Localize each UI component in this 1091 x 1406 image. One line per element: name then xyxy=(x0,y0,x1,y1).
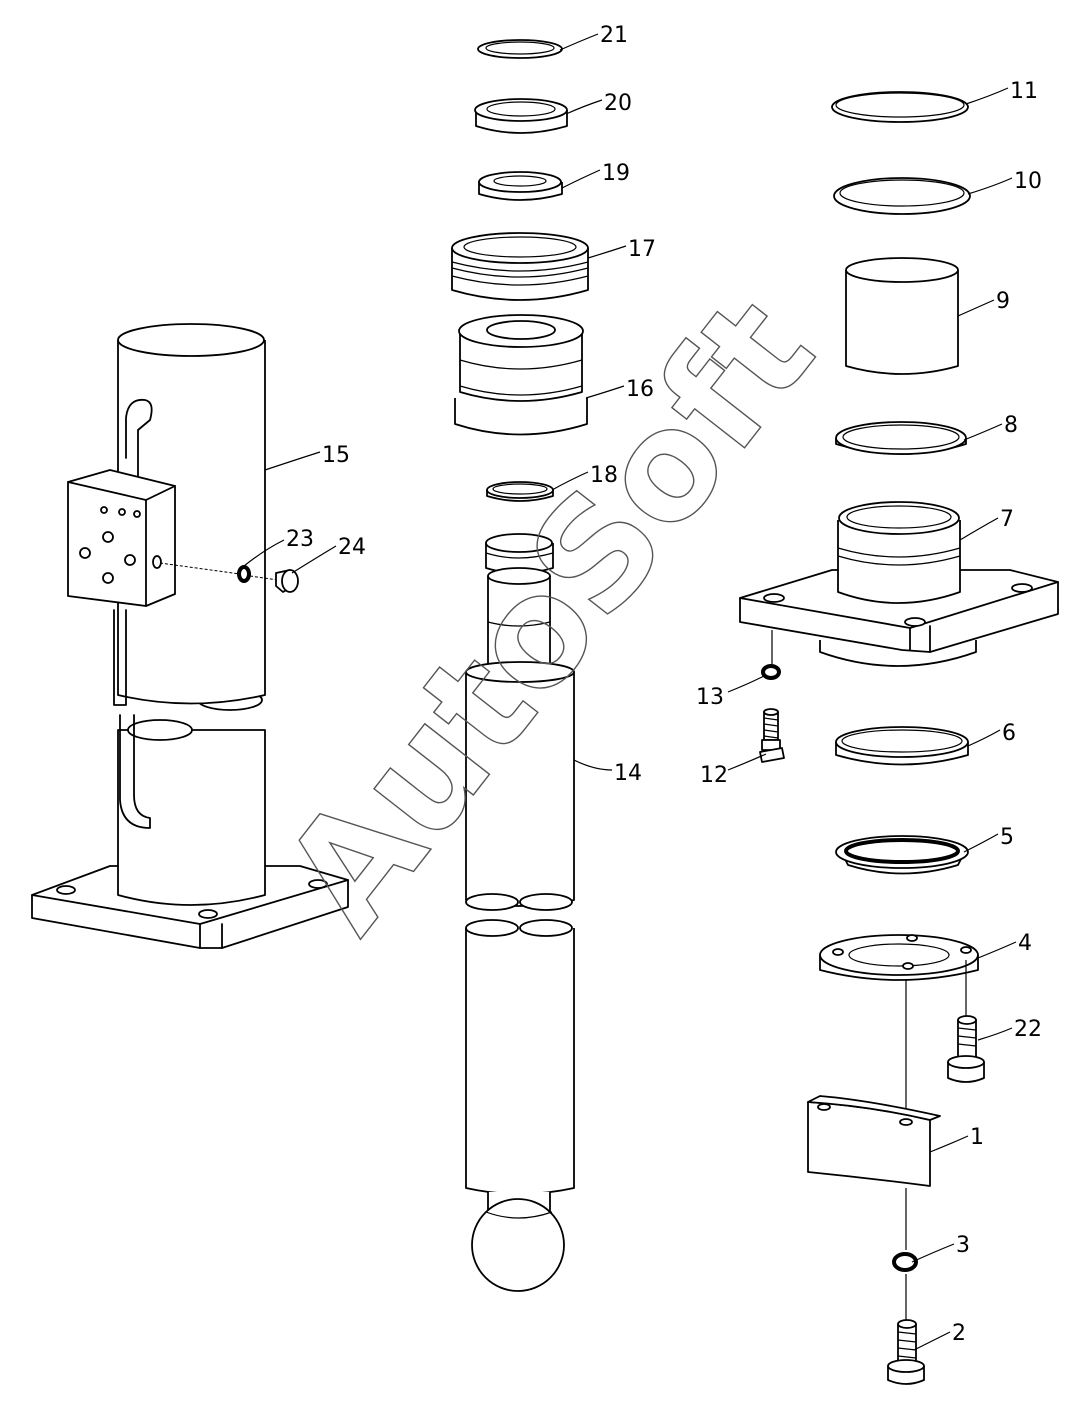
part-12-bolt xyxy=(759,708,785,763)
part-1-clamp xyxy=(807,1095,941,1250)
part-13-washer xyxy=(761,630,781,680)
part-2-screw xyxy=(887,1319,925,1385)
callout-3: 3 xyxy=(956,1233,970,1258)
callout-24: 24 xyxy=(338,535,366,560)
leader-lines xyxy=(243,33,1017,1351)
part-16-piston xyxy=(454,314,588,436)
callout-9: 9 xyxy=(996,289,1010,314)
callout-14: 14 xyxy=(614,761,642,786)
callout-10: 10 xyxy=(1014,169,1042,194)
part-6-seal xyxy=(835,726,969,766)
callout-13: 13 xyxy=(696,685,724,710)
callout-20: 20 xyxy=(604,91,632,116)
part-24-plug xyxy=(249,569,299,593)
callout-21: 21 xyxy=(600,23,628,48)
part-3-lock-washer xyxy=(892,1252,918,1320)
callout-12: 12 xyxy=(700,763,728,788)
part-7-flange-housing xyxy=(739,501,1059,667)
part-22-screw xyxy=(947,1015,985,1083)
part-19-ring xyxy=(478,171,563,201)
part-10-ring xyxy=(833,177,971,215)
part-11-ring xyxy=(831,91,969,123)
callout-labels: 21 20 19 17 16 18 14 15 23 24 11 10 9 8 … xyxy=(286,23,1042,1346)
callout-23: 23 xyxy=(286,527,314,552)
callout-19: 19 xyxy=(602,161,630,186)
part-23-o-ring xyxy=(237,565,251,583)
part-4-retainer-plate xyxy=(819,934,979,1120)
part-9-sleeve xyxy=(845,257,959,375)
callout-4: 4 xyxy=(1018,931,1032,956)
callout-11: 11 xyxy=(1010,79,1038,104)
part-8-seal xyxy=(835,421,967,455)
callout-17: 17 xyxy=(628,237,656,262)
part-17-gland-nut xyxy=(451,232,589,301)
callout-5: 5 xyxy=(1000,825,1014,850)
callout-6: 6 xyxy=(1002,721,1016,746)
part-5-wiper xyxy=(835,835,969,875)
part-15-cylinder-body xyxy=(31,323,349,949)
callout-7: 7 xyxy=(1000,507,1014,532)
part-21-washer xyxy=(477,39,563,59)
callout-22: 22 xyxy=(1014,1017,1042,1042)
part-14-piston-rod xyxy=(465,533,575,1292)
callout-1: 1 xyxy=(970,1125,984,1150)
callout-8: 8 xyxy=(1004,413,1018,438)
part-20-ring xyxy=(474,98,568,134)
callout-2: 2 xyxy=(952,1321,966,1346)
callout-18: 18 xyxy=(590,463,618,488)
callout-15: 15 xyxy=(322,443,350,468)
callout-16: 16 xyxy=(626,377,654,402)
